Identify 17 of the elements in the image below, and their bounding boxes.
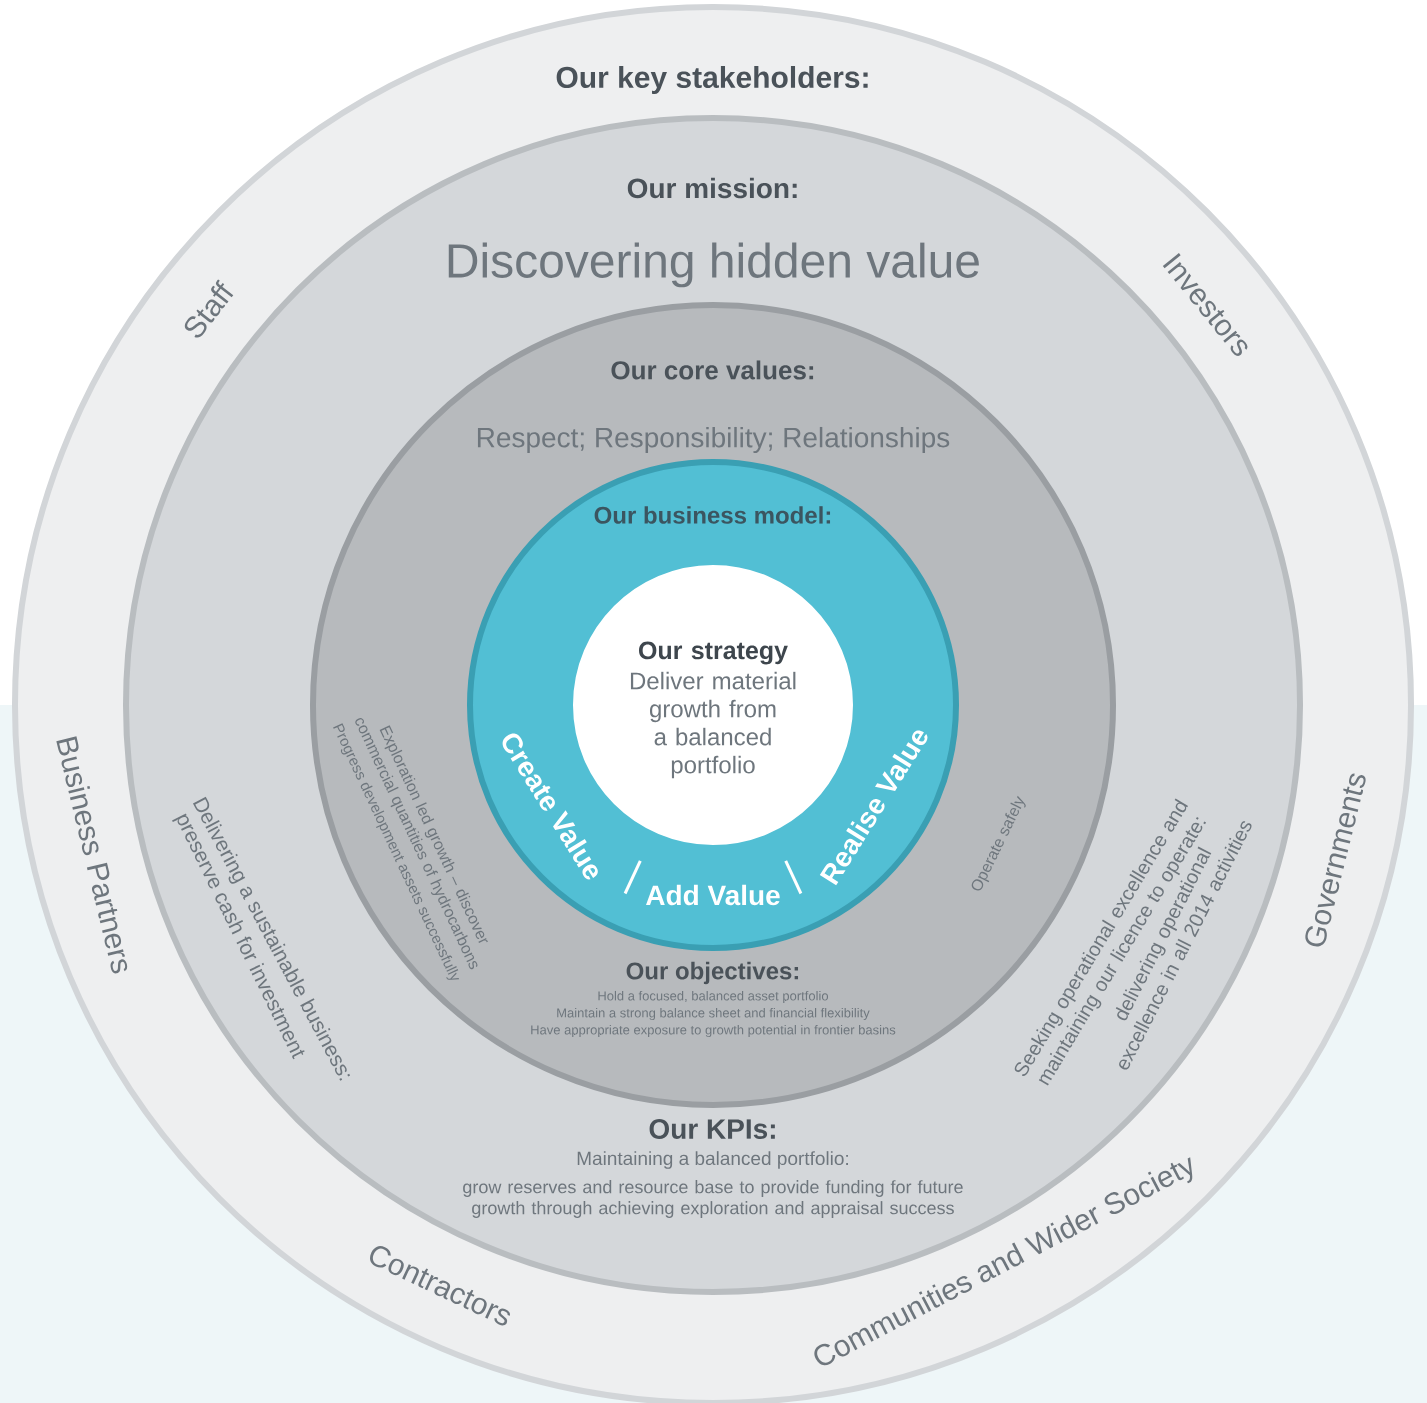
ring-heading: Our mission:	[627, 177, 797, 199]
objective-text: Maintain a strong balance sheet and financial flexibility	[557, 1007, 870, 1021]
mission-text: Discovering hidden value	[448, 242, 979, 288]
value-step-text: Add Value	[646, 884, 780, 906]
values-text: Respect; Responsibility; Relationships	[477, 426, 950, 454]
strategy-heading: Our strategy	[639, 641, 788, 665]
ring-heading: Our business model:	[594, 506, 831, 524]
kpi-heading: Maintaining a balanced portfolio:	[577, 1151, 848, 1169]
ring-heading: Our core values:	[611, 360, 814, 380]
objective-text: Hold a focused, balanced asset portfolio	[598, 990, 829, 1004]
ring-heading: Our KPIs:	[649, 1119, 775, 1139]
strategy-text: Deliver material growth from a balanced portfolio	[630, 671, 796, 779]
stakeholder-label: Business Partners	[56, 736, 128, 974]
ring-heading: Our objectives:	[626, 961, 798, 985]
kpi-text: grow reserves and resource base to provide funding for future growth through achieving exploration and appraisal success	[463, 1180, 963, 1218]
ring-heading: Our key stakeholders:	[556, 66, 868, 94]
objective-text: Have appropriate exposure to growth potential in frontier basins	[531, 1024, 896, 1038]
